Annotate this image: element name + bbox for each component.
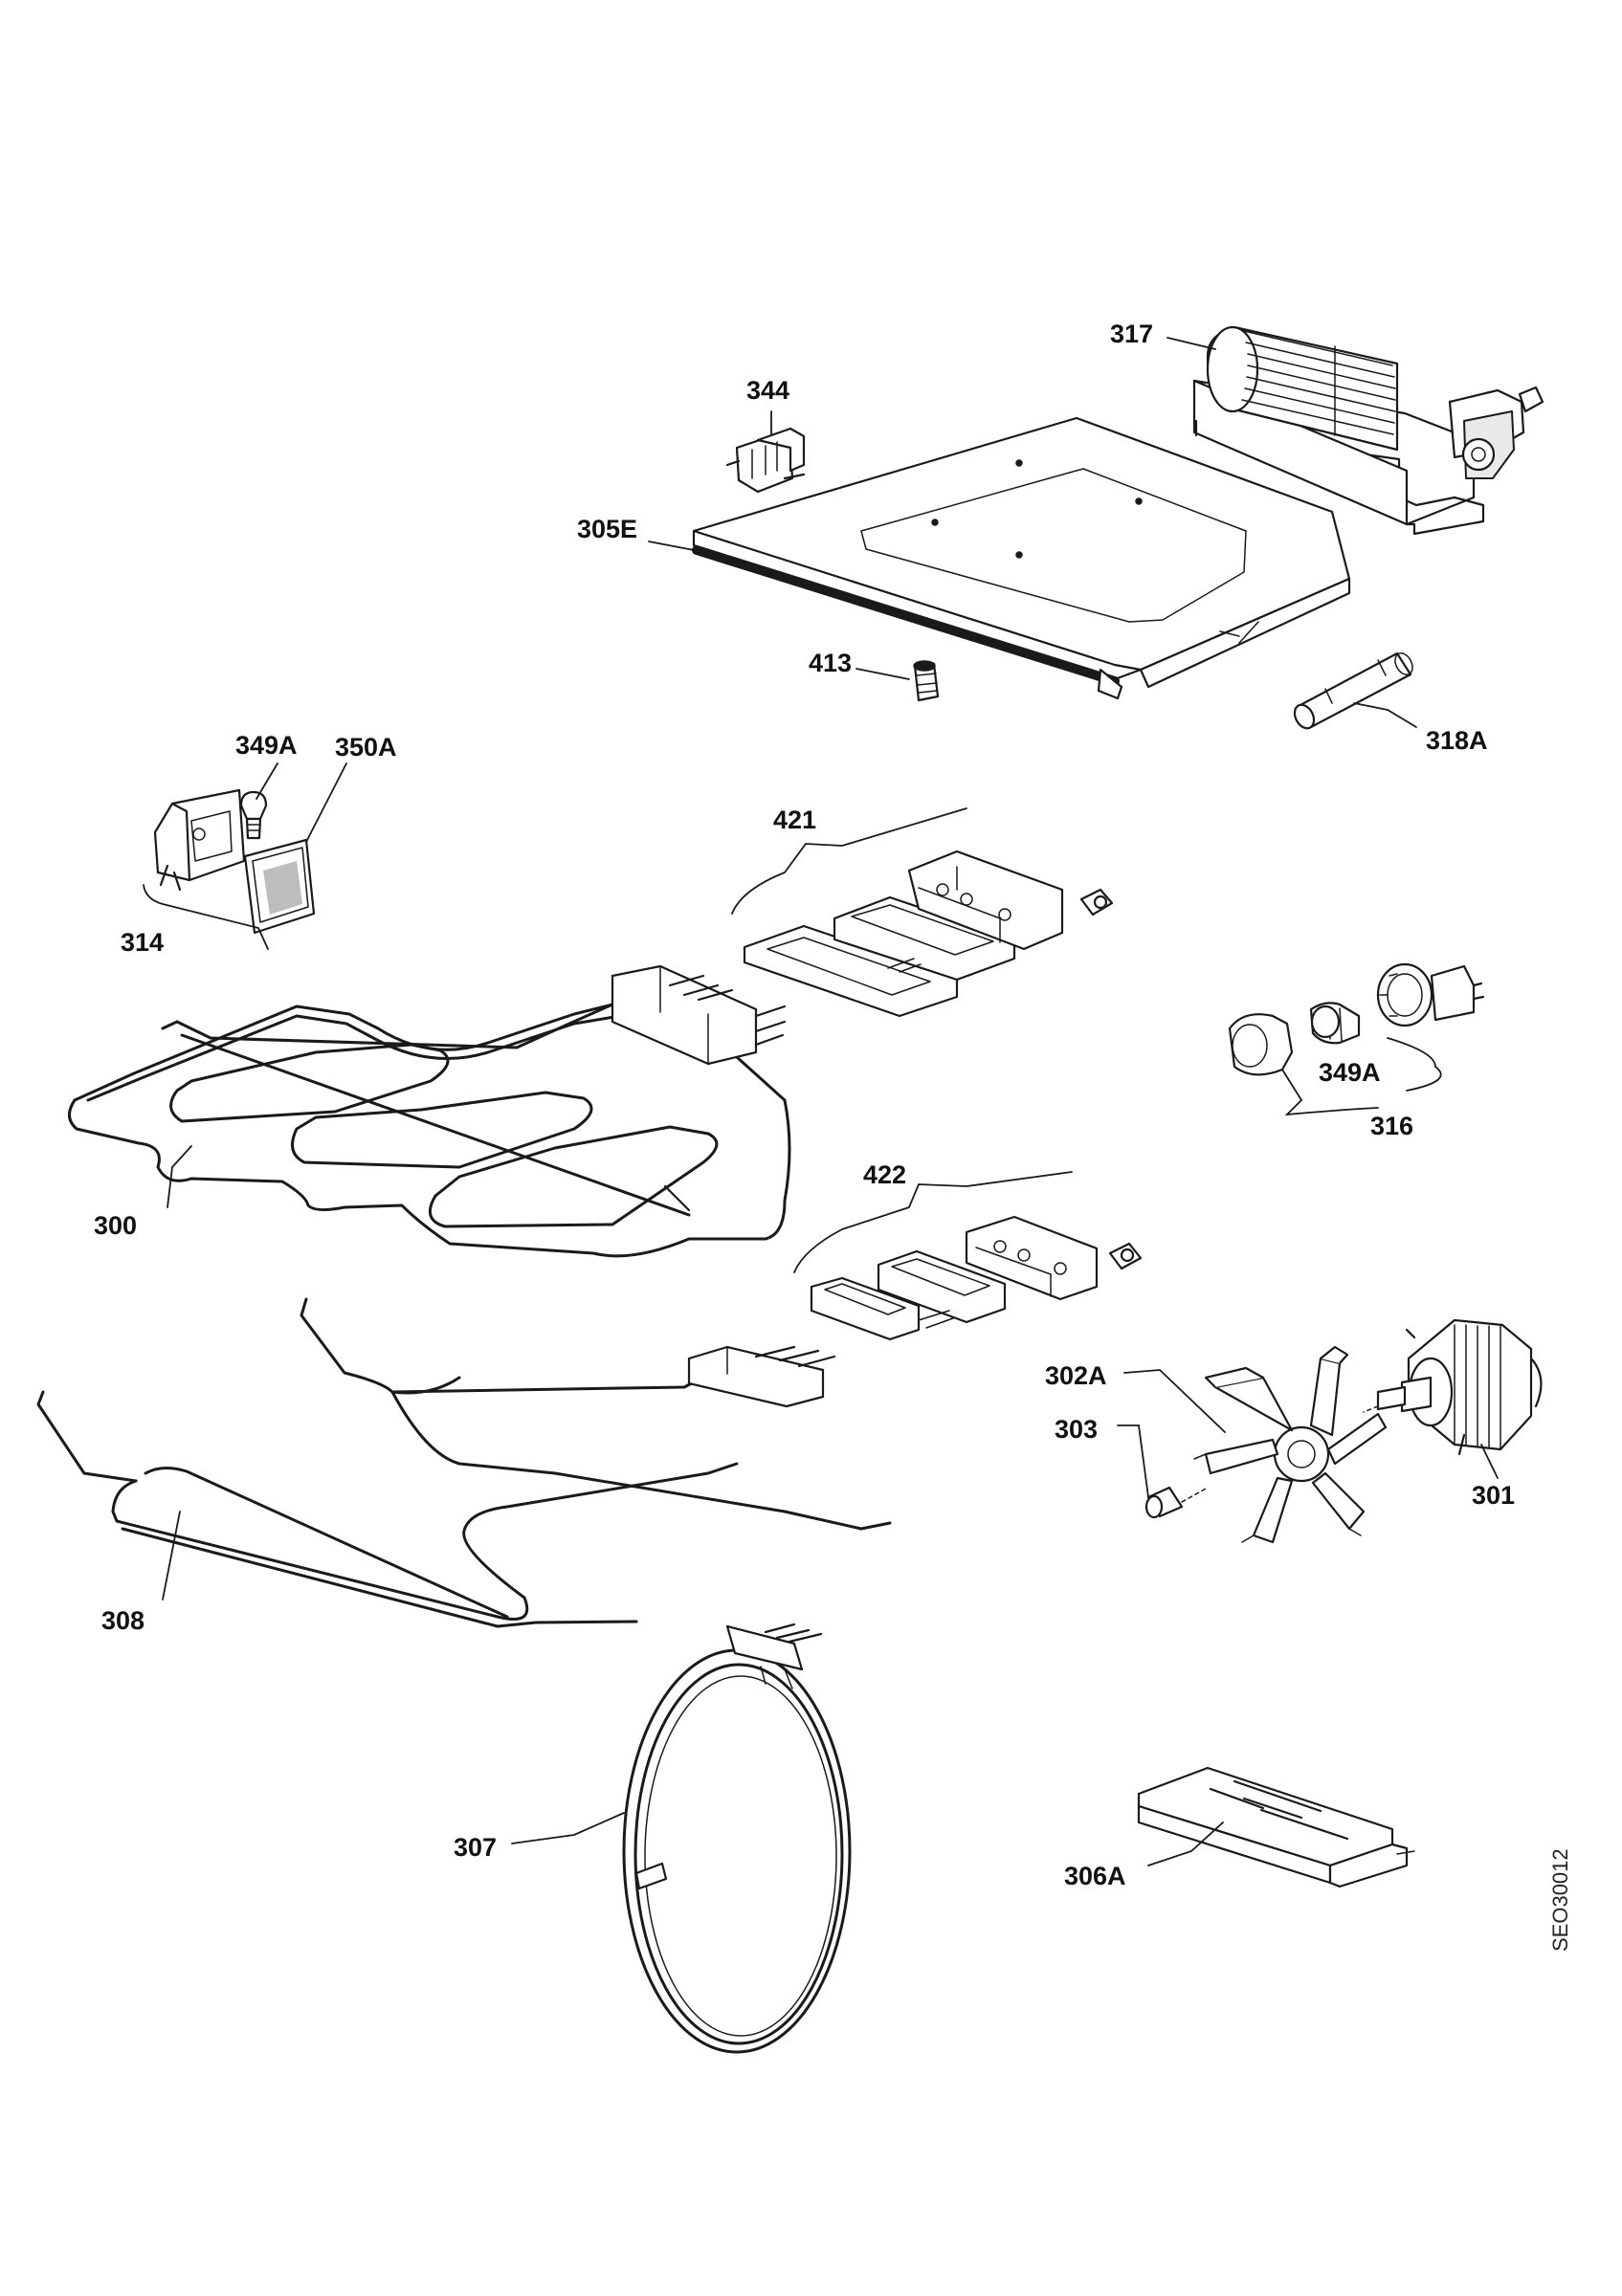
part-344-door-switch <box>725 427 806 494</box>
label-300: 300 <box>94 1211 137 1240</box>
part-413-leveling-foot <box>913 660 940 702</box>
label-303: 303 <box>1055 1415 1098 1444</box>
label-318A: 318A <box>1426 726 1488 755</box>
label-314: 314 <box>121 928 164 957</box>
label-413: 413 <box>809 649 852 677</box>
bracket-316 <box>1281 1037 1442 1116</box>
label-306A: 306A <box>1064 1862 1126 1890</box>
part-302A-fan-blade <box>1193 1345 1388 1544</box>
label-421: 421 <box>773 806 816 834</box>
part-422-terminal-block <box>810 1215 1143 1341</box>
label-349A-top: 349A <box>235 731 298 760</box>
bracket-422 <box>793 1171 1073 1273</box>
part-300-grill-element <box>68 964 791 1258</box>
drawing-reference-code: SEO30012 <box>1548 1848 1572 1952</box>
label-344: 344 <box>746 376 789 405</box>
part-306A-bottom-cover <box>1137 1766 1415 1888</box>
part-349A-lamp-bulb-top <box>239 790 268 840</box>
part-305E-door-seal-strip <box>692 545 1123 700</box>
part-303-fan-nut <box>1144 1486 1209 1519</box>
label-302A: 302A <box>1045 1361 1107 1390</box>
part-316-lamp-assembly <box>1228 962 1485 1076</box>
part-317-tangential-fan <box>1192 325 1544 536</box>
label-349A-right: 349A <box>1319 1058 1381 1087</box>
part-308-bottom-element <box>36 1297 892 1628</box>
label-305E: 305E <box>577 515 637 543</box>
leader-lines <box>143 337 1499 1866</box>
part-314-lamp-housing <box>153 788 246 892</box>
part-301-fan-motor <box>1363 1318 1543 1456</box>
part-307-circular-element <box>622 1623 852 2054</box>
label-350A: 350A <box>335 733 397 762</box>
part-350A-lamp-cover-glass <box>243 838 316 935</box>
part-318A-spacer-tube <box>1293 651 1413 730</box>
label-317: 317 <box>1110 320 1153 348</box>
part-421-terminal-block <box>743 850 1114 1018</box>
label-301: 301 <box>1472 1481 1515 1510</box>
part-349A-lamp-bulb-right <box>1310 1004 1341 1039</box>
label-307: 307 <box>454 1833 497 1862</box>
label-308: 308 <box>101 1606 144 1635</box>
bracket-421 <box>731 807 967 915</box>
label-422: 422 <box>863 1160 906 1189</box>
label-316: 316 <box>1370 1112 1413 1140</box>
